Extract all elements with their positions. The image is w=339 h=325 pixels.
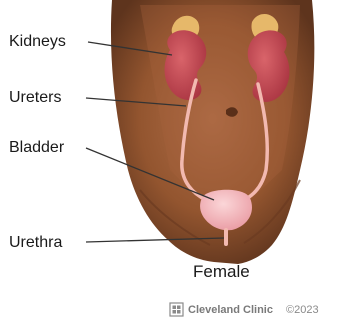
label-kidneys: Kidneys <box>9 33 66 51</box>
label-bladder: Bladder <box>9 139 64 157</box>
label-urethra: Urethra <box>9 234 62 252</box>
caption-female: Female <box>193 263 250 281</box>
footer-credit: Cleveland Clinic ©2023 <box>170 302 319 318</box>
label-ureters: Ureters <box>9 89 61 107</box>
kidney-right <box>248 30 290 102</box>
kidney-left <box>165 30 207 100</box>
copyright: ©2023 <box>286 304 319 316</box>
brand-name: Cleveland Clinic <box>188 304 273 316</box>
